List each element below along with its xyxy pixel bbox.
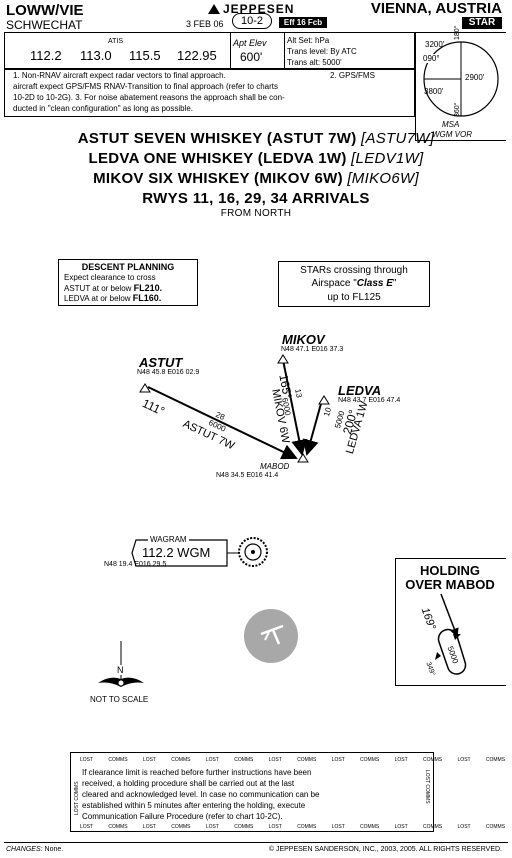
chart-number: 10-2 <box>232 13 272 29</box>
airport-id: LOWW/VIE <box>6 2 84 19</box>
footer-rule <box>4 842 508 843</box>
note-3: 10-2D to 10-2G). 3. For noise abatement … <box>13 93 285 102</box>
vor-frequency-box <box>131 539 240 567</box>
airspace-box: STARs crossing through Airspace "Class E… <box>278 261 430 307</box>
changes-note: CHANGES: None. <box>6 846 64 853</box>
lost-comms-l4: established within 5 minutes after enter… <box>82 801 306 810</box>
msa-diagram <box>423 41 499 117</box>
effective-date: Eff 16 Fcb <box>279 17 327 28</box>
star-title-astut: ASTUT SEVEN WHISKEY (ASTUT 7W) [ASTU7W] <box>77 130 435 147</box>
chart-type-badge: STAR <box>462 17 502 29</box>
vor-station-icon <box>238 537 268 567</box>
airspace-l3: up to FL125 <box>327 292 381 303</box>
ledva-fix-name: LEDVA <box>338 383 382 398</box>
lost-comms-border-top: LOST COMMS LOST COMMS LOST COMMS LOST CO… <box>80 757 506 763</box>
north-label: N <box>117 665 124 675</box>
from-north: FROM NORTH <box>220 208 292 219</box>
lost-comms-l3: cleared and acknowledged level. In case … <box>82 790 320 799</box>
holding-box <box>395 558 506 686</box>
astut-fix-coord: N48 45.8 E016 02.9 <box>137 369 200 376</box>
atis-label: ATIS <box>108 38 124 45</box>
notes-frame <box>4 69 415 117</box>
star-code-ledva: [LEDV1W] <box>351 150 424 167</box>
ledva-fix-icon <box>318 395 330 405</box>
mikov-fix-coord: N48 47.1 E016 37.3 <box>281 346 344 353</box>
astut-fix-icon <box>139 383 151 393</box>
descent-ledva: LEDVA at or below FL160. <box>64 293 162 303</box>
ledva-fix-coord: N48 43.7 E016 47.4 <box>338 397 401 404</box>
holding-title-1: HOLDING <box>420 563 480 578</box>
lost-comms-l2: received, a holding procedure shall be c… <box>82 779 295 788</box>
lost-comms-l1: If clearance limit is reached before fur… <box>82 768 312 777</box>
airspace-l2: Airspace "Class E" <box>311 278 397 289</box>
mabod-fix-icon <box>297 453 309 463</box>
airport-symbol-icon <box>244 609 298 663</box>
star-title-mikov: MIKOV SIX WHISKEY (MIKOV 6W) [MIKO6W] <box>93 170 419 187</box>
apt-elev-value: 600' <box>240 50 263 64</box>
chart-location: VIENNA, AUSTRIA <box>370 0 502 17</box>
lost-comms-l5: Communication Failure Procedure (refer t… <box>82 812 283 821</box>
atis-freq-2: 113.0 <box>80 48 112 63</box>
apt-elev-label: Apt Elev <box>233 38 267 48</box>
copyright: © JEPPESEN SANDERSON, INC., 2003, 2005. … <box>268 846 502 853</box>
vor-name: WAGRAM <box>148 535 189 544</box>
comms-frame <box>4 32 415 69</box>
brand-name: JEPPESEN <box>223 2 295 16</box>
star-code-astut: [ASTU7W] <box>360 130 435 147</box>
note-3-cont: ducted in "clean configuration" as long … <box>13 104 194 113</box>
vor-freq-ident: 112.2 WGM <box>142 545 211 560</box>
runways-line: RWYS 11, 16, 29, 34 ARRIVALS <box>142 190 370 207</box>
msa-alt-sw: 3800' <box>424 87 444 96</box>
lost-comms-border-left: LOST COMMS <box>74 781 80 815</box>
msa-brg-090: 090° <box>423 54 440 63</box>
trans-alt: Trans alt: 5000' <box>287 58 342 67</box>
alt-set: Alt Set: hPa <box>287 36 330 45</box>
msa-alt-e: 2900' <box>465 73 485 82</box>
chart-date: 3 FEB 06 <box>186 19 224 29</box>
mabod-fix-coord: N48 34.5 E016 41.4 <box>216 472 279 479</box>
lost-comms-border-right: LOST COMMS <box>424 770 430 804</box>
holding-pattern-diagram <box>435 593 467 675</box>
lost-comms-box <box>70 752 434 832</box>
not-to-scale: NOT TO SCALE <box>90 695 149 704</box>
star-title-ledva: LEDVA ONE WHISKEY (LEDVA 1W) [LEDV1W] <box>88 150 424 167</box>
star-code-mikov: [MIKO6W] <box>347 170 419 187</box>
mikov-fix-name: MIKOV <box>282 332 325 347</box>
note-1: 1. Non-RNAV aircraft expect radar vector… <box>13 71 226 80</box>
msa-reference: WGM VOR <box>432 130 472 139</box>
atis-freq-4: 122.95 <box>177 48 217 63</box>
vor-coord: N48 19.4 E016 29.5 <box>104 561 167 568</box>
trans-level: Trans level: By ATC <box>287 47 357 56</box>
lost-comms-border-bottom: LOST COMMS LOST COMMS LOST COMMS LOST CO… <box>80 824 506 830</box>
airport-name: SCHWECHAT <box>6 18 83 32</box>
mabod-fix-name: MABOD <box>260 462 290 471</box>
msa-frame <box>415 32 506 141</box>
descent-astut: ASTUT at or below FL210. <box>64 283 163 293</box>
airspace-l1: STARs crossing through <box>300 265 408 276</box>
descent-l1: Expect clearance to cross <box>64 273 156 282</box>
mikov-fix-icon <box>277 354 289 364</box>
atis-freq-3: 115.5 <box>129 48 161 63</box>
mikov-distance: 13 <box>293 388 304 399</box>
holding-title-2: OVER MABOD <box>405 577 495 592</box>
msa-alt-nw: 3200' <box>425 40 445 49</box>
astut-fix-name: ASTUT <box>139 355 183 370</box>
descent-title: DESCENT PLANNING <box>81 262 175 272</box>
jeppesen-logo-icon <box>208 4 220 14</box>
note-2-cont: aircraft expect GPS/FMS RNAV-Transition … <box>13 82 278 91</box>
note-2-start: 2. GPS/FMS <box>330 71 375 80</box>
msa-label: MSA <box>442 120 460 129</box>
atis-freq-1: 112.2 <box>30 48 62 63</box>
descent-planning-box: DESCENT PLANNING Expect clearance to cro… <box>58 259 198 306</box>
